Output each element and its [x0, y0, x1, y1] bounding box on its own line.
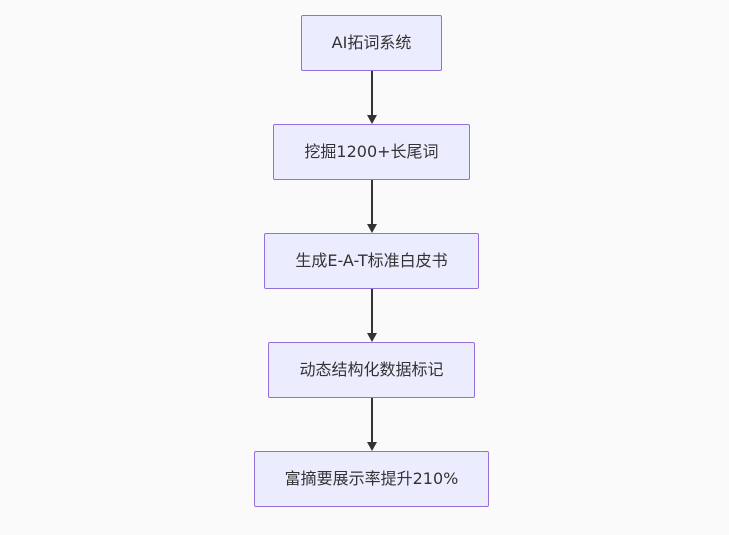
flow-edge-3 [366, 289, 377, 342]
arrow-line [370, 398, 373, 442]
arrow-head-down-icon [366, 115, 377, 124]
arrow-head-down-icon [366, 224, 377, 233]
arrow-line [370, 289, 373, 333]
node-label-longtail-mining: 挖掘1200+长尾词 [304, 142, 439, 162]
node-label-eat-whitepaper: 生成E-A-T标准白皮书 [295, 251, 448, 271]
arrow-line [370, 180, 373, 224]
flow-node-structured-data-markup: 动态结构化数据标记 [268, 342, 475, 398]
flow-node-eat-whitepaper: 生成E-A-T标准白皮书 [264, 233, 479, 289]
flow-node-rich-snippet-uplift: 富摘要展示率提升210% [253, 451, 490, 507]
node-label-structured-data-markup: 动态结构化数据标记 [299, 360, 444, 380]
node-label-rich-snippet-uplift: 富摘要展示率提升210% [284, 469, 459, 489]
flow-edge-2 [366, 180, 377, 233]
arrow-head-down-icon [366, 333, 377, 342]
arrow-head-down-icon [366, 442, 377, 451]
flow-edge-4 [366, 398, 377, 451]
arrow-line [370, 71, 373, 115]
flow-node-longtail-mining: 挖掘1200+长尾词 [273, 124, 470, 180]
node-label-ai-keyword-system: AI拓词系统 [331, 33, 412, 53]
flow-column: AI拓词系统 挖掘1200+长尾词 生成E-A-T标准白皮书 动态结构化数据标记 [7, 0, 729, 507]
flow-edge-1 [366, 71, 377, 124]
flow-node-ai-keyword-system: AI拓词系统 [300, 15, 443, 71]
